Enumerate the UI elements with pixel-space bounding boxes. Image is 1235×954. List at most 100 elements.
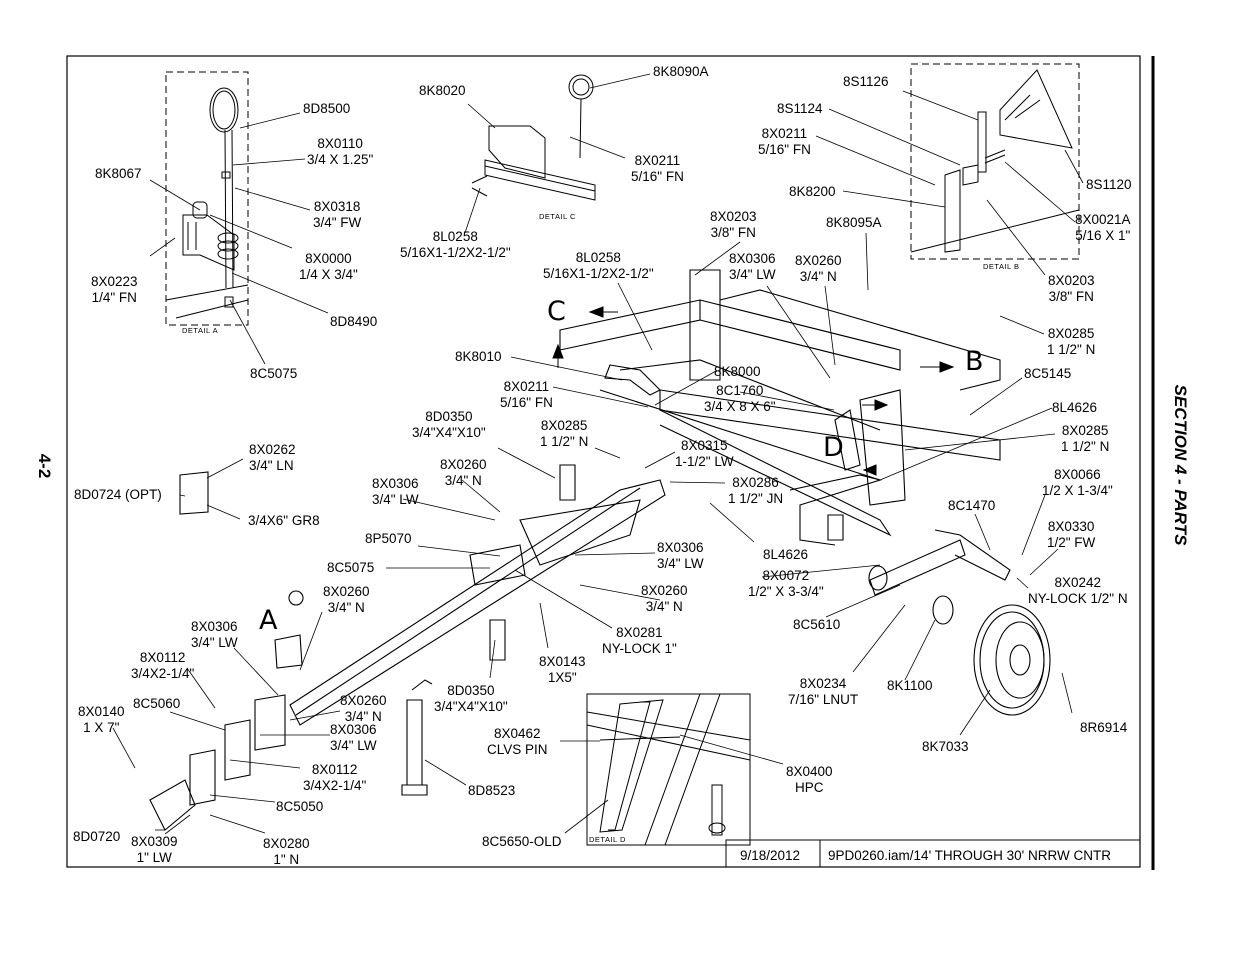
part-label: 8C5075 <box>327 560 375 575</box>
detail-a-parts <box>165 87 249 319</box>
detail-b-parts <box>910 69 1080 253</box>
part-label: 8S1124 <box>777 101 823 116</box>
title-block-date: 9/18/2012 <box>740 848 801 863</box>
part-label: 8C5060 <box>133 696 181 711</box>
detail-letter-b: B <box>965 346 984 377</box>
part-label: 3/4X6" GR8 <box>248 513 320 528</box>
section-heading: SECTION 4 - PARTS <box>1171 384 1190 546</box>
part-label: 8K8010 <box>455 349 502 364</box>
part-label: 8D0724 (OPT) <box>74 487 162 502</box>
part-label: 8D8523 <box>468 783 516 798</box>
part-label: 8D8500 <box>303 101 351 116</box>
part-label: 8K8090A <box>653 64 709 79</box>
part-label: 8K8000 <box>714 364 761 379</box>
part-label: 8R6914 <box>1080 720 1128 735</box>
part-label: 8L4626 <box>1052 400 1098 415</box>
detail-a-box <box>165 71 249 326</box>
part-label: 8L4626 <box>763 547 809 562</box>
part-label: 8C5610 <box>793 617 841 632</box>
part-label: 8C1470 <box>948 498 996 513</box>
detail-a-caption: DETAIL A <box>182 326 219 335</box>
leader-lines <box>112 73 1084 835</box>
detail-letter-a: A <box>259 605 278 636</box>
drawing-border <box>66 55 1141 868</box>
part-label: 8C5145 <box>1024 366 1072 381</box>
part-label: 8K8200 <box>789 184 836 199</box>
part-label: 8K8095A <box>826 215 882 230</box>
detail-d-box <box>586 693 751 846</box>
detail-c-caption: DETAIL C <box>539 212 576 221</box>
detail-b-caption: DETAIL B <box>983 262 1020 271</box>
detail-d-caption: DETAIL D <box>589 835 626 844</box>
part-label: 8S1126 <box>843 74 889 89</box>
part-label: 8K8020 <box>419 83 466 98</box>
main-frame <box>149 269 1051 831</box>
detail-letter-c: C <box>547 296 566 327</box>
part-label: 8S1120 <box>1086 177 1132 192</box>
part-label: 8K7033 <box>922 739 969 754</box>
detail-d-parts <box>586 693 751 846</box>
page-number: 4-2 <box>35 453 54 479</box>
detail-c-parts <box>471 74 596 201</box>
part-label: 8C5650-OLD <box>482 834 562 849</box>
title-block-file: 9PD0260.iam/14' THROUGH 30' NRRW CNTR <box>828 848 1111 863</box>
part-label: 8K8067 <box>95 166 142 181</box>
part-label: 8D8490 <box>330 314 378 329</box>
detail-letter-d: D <box>823 432 844 463</box>
part-label: 8D0720 <box>73 829 121 844</box>
detail-b-box <box>910 63 1080 260</box>
title-block-lines <box>725 839 1141 868</box>
part-label: 8K1100 <box>887 678 933 693</box>
detail-arrows <box>552 306 955 476</box>
part-label: 8P5070 <box>365 531 412 546</box>
part-label: 8C5075 <box>250 366 298 381</box>
